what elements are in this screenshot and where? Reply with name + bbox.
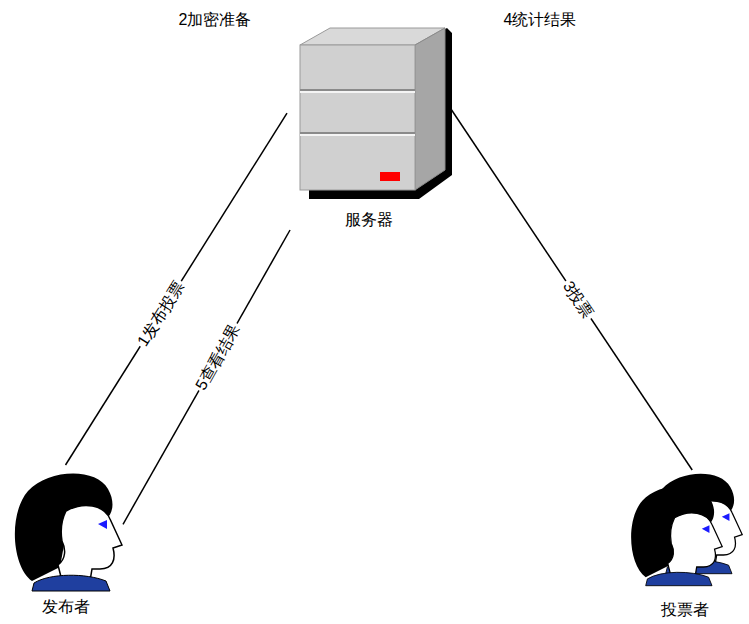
person-node: 发布者 [8,465,123,617]
step-label: 4统计结果 [504,10,577,30]
person-head [15,473,122,591]
server-node: 服务器 [285,25,453,230]
server-divider [300,89,415,91]
edge-label: 5查看结果 [191,319,245,395]
node-label: 投票者 [659,600,711,620]
server-led [380,172,400,181]
voters-figure [625,470,745,596]
node-label: 发布者 [40,597,92,617]
publisher-figure [8,465,123,593]
connector-line [66,113,288,465]
edge-label: 1发布投票 [133,276,189,351]
server-divider [300,132,415,134]
server-front [300,45,415,190]
step-label: 2加密准备 [179,10,252,30]
person-head [631,486,722,586]
server-divider [300,91,415,93]
server-divider [300,134,415,136]
server-icon [285,25,453,206]
edge-label: 3投票 [558,276,598,323]
server-side [415,28,445,190]
connector-line [445,100,692,470]
person-node: 投票者 [625,470,745,620]
connector-line [123,230,290,524]
node-label: 服务器 [343,210,395,230]
